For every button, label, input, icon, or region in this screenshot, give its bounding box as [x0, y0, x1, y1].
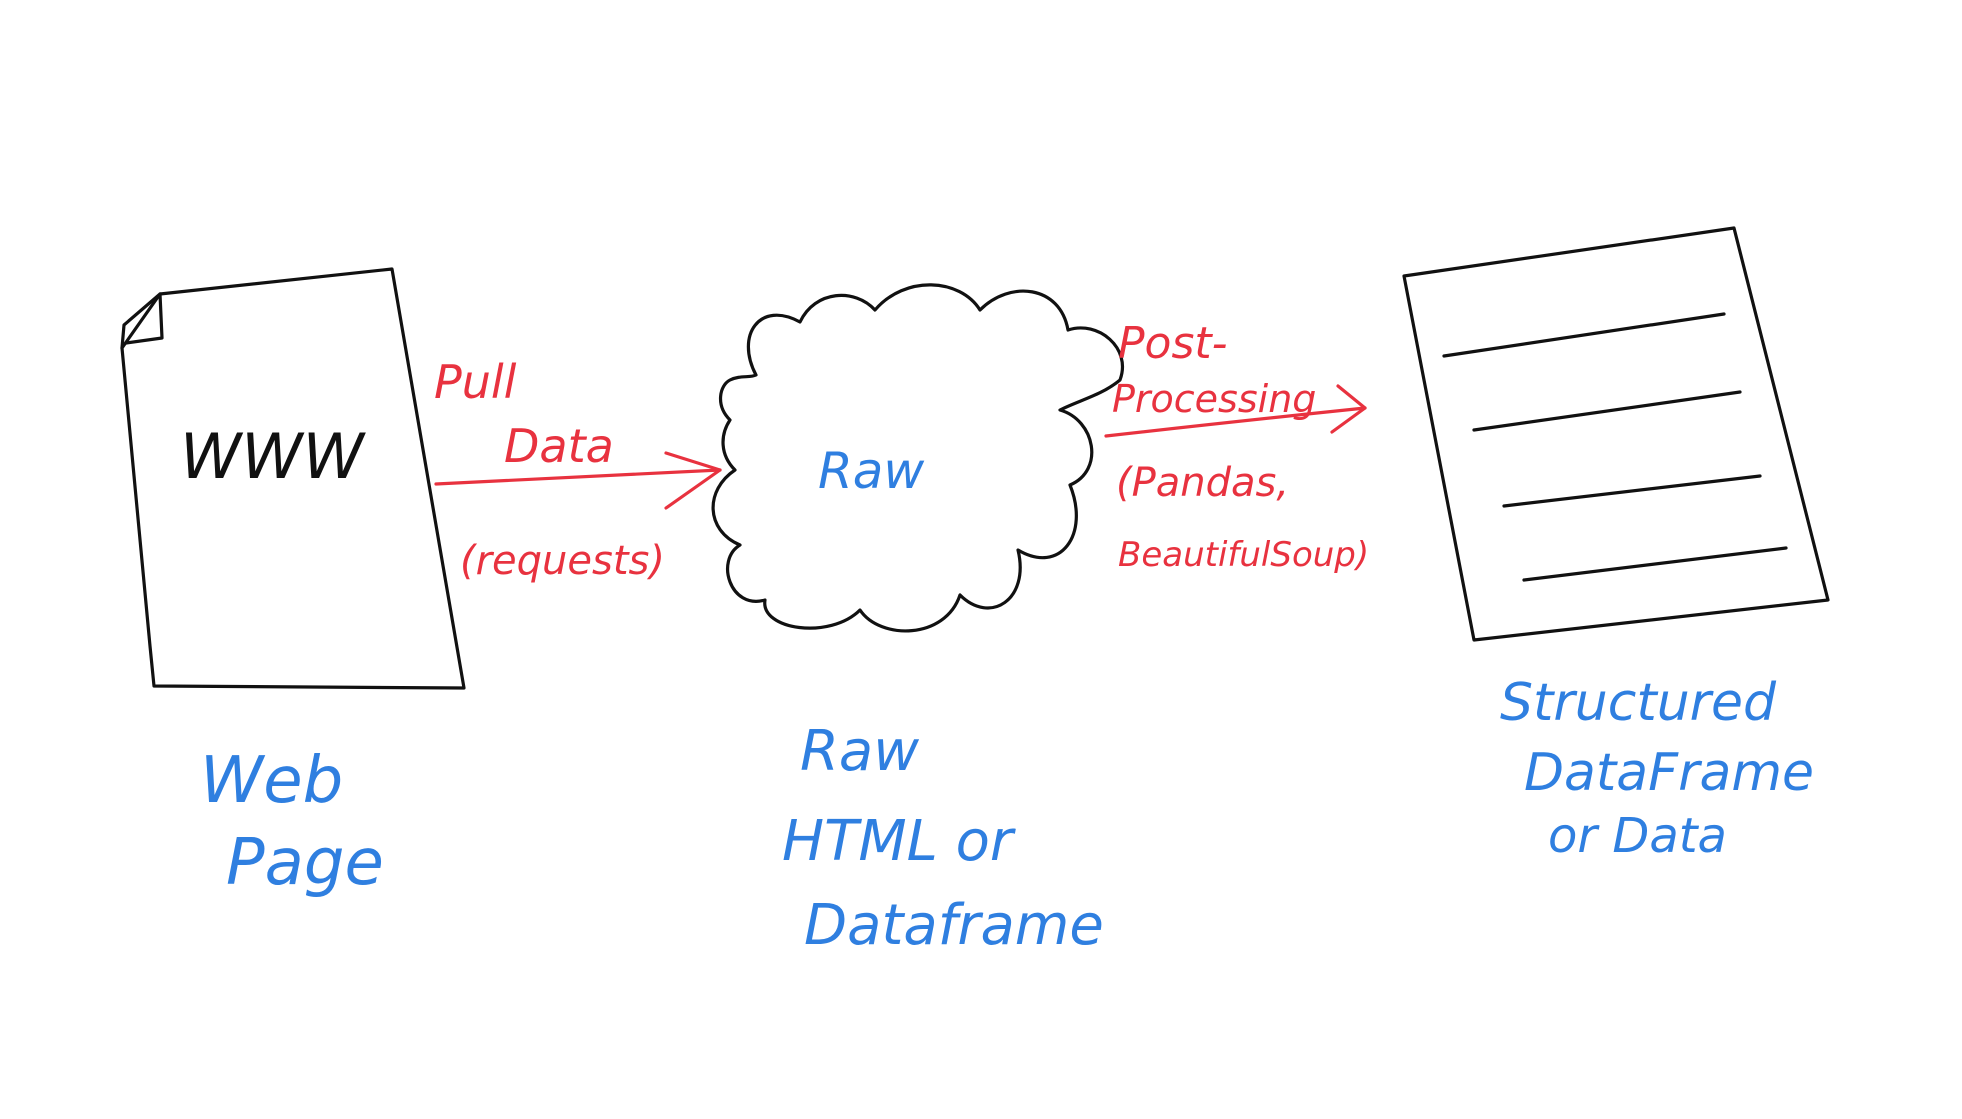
post-step-title-line1: Post-	[1118, 318, 1228, 369]
structured-label-line3: or Data	[1548, 808, 1727, 864]
structured-document-line-1	[1442, 312, 1726, 358]
post-step-tool-line1: (Pandas,	[1116, 460, 1289, 506]
post-arrow-shaft	[1104, 406, 1367, 438]
structured-document	[1402, 226, 1830, 642]
raw-cloud: Raw	[711, 283, 1124, 633]
pull-data-arrow	[434, 451, 722, 510]
web-page-document: WWW	[120, 267, 466, 690]
pull-step-title-line1: Pull	[434, 355, 517, 409]
pull-arrow-head	[664, 451, 722, 510]
post-step-title-line2: Processing	[1112, 377, 1316, 421]
pull-step-title-line2: Data	[504, 419, 614, 473]
structured-document-line-4	[1522, 546, 1788, 582]
raw-label-line1: Raw	[800, 719, 919, 784]
web-page-content-text: WWW	[180, 420, 367, 493]
post-step-tool-line2: BeautifulSoup)	[1118, 535, 1369, 575]
post-processing-arrow	[1104, 384, 1367, 438]
raw-cloud-outline	[711, 283, 1124, 633]
raw-label-line2: HTML or	[782, 809, 1016, 874]
post-arrow-head	[1330, 384, 1367, 434]
raw-label-line3: Dataframe	[804, 893, 1104, 958]
web-page-label-line1: Web	[200, 744, 343, 818]
web-page-folded-corner	[120, 292, 164, 350]
pull-step-tool: (requests)	[460, 538, 665, 584]
structured-document-line-3	[1502, 474, 1762, 508]
structured-label-line1: Structured	[1500, 673, 1777, 733]
pull-arrow-shaft	[434, 468, 722, 486]
structured-document-line-2	[1472, 390, 1742, 432]
structured-document-outline	[1402, 226, 1830, 642]
raw-cloud-content-text: Raw	[818, 442, 924, 500]
structured-label-line2: DataFrame	[1524, 743, 1814, 803]
web-page-label-line2: Page	[226, 826, 384, 900]
